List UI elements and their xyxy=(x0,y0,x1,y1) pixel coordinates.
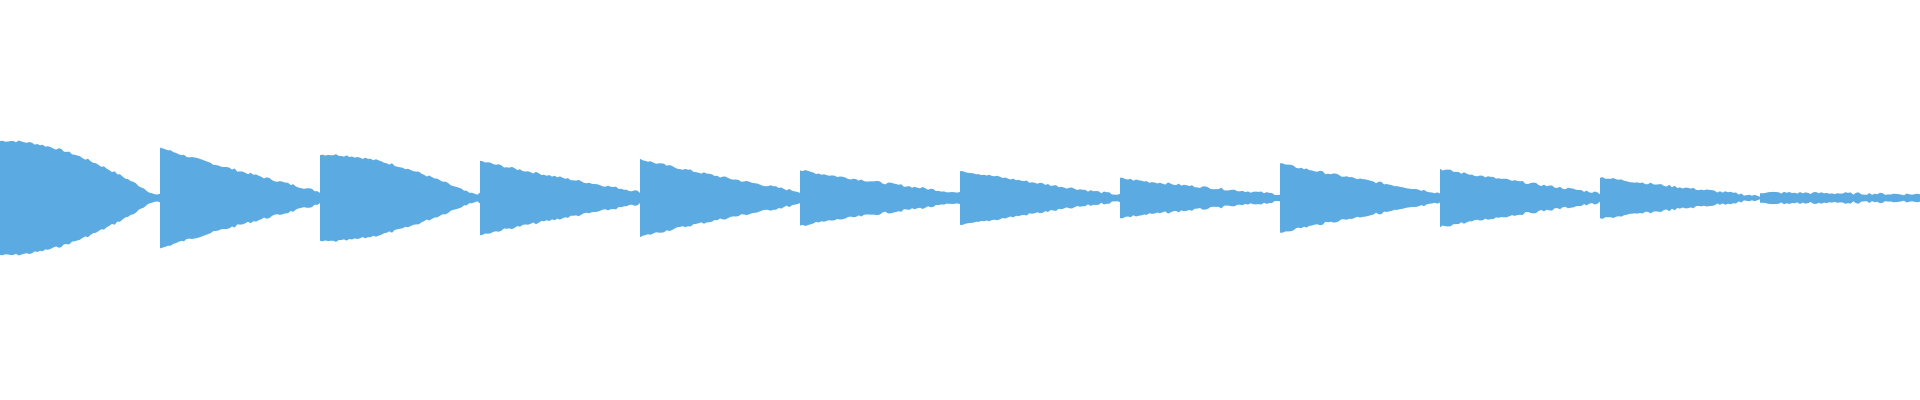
waveform-segment xyxy=(1120,177,1280,219)
waveform-segment xyxy=(1760,191,1920,205)
waveform-segment xyxy=(0,140,160,256)
waveform-segment xyxy=(1440,168,1600,228)
waveform-segment xyxy=(1280,163,1440,233)
waveform-segments xyxy=(0,140,1920,256)
waveform-segment xyxy=(640,158,800,238)
waveform-segment xyxy=(160,147,320,249)
waveform-segment xyxy=(480,160,640,236)
waveform-segment xyxy=(960,171,1120,225)
waveform-segment xyxy=(320,154,480,242)
waveform-segment xyxy=(800,170,960,226)
waveform-segment xyxy=(1600,177,1760,219)
